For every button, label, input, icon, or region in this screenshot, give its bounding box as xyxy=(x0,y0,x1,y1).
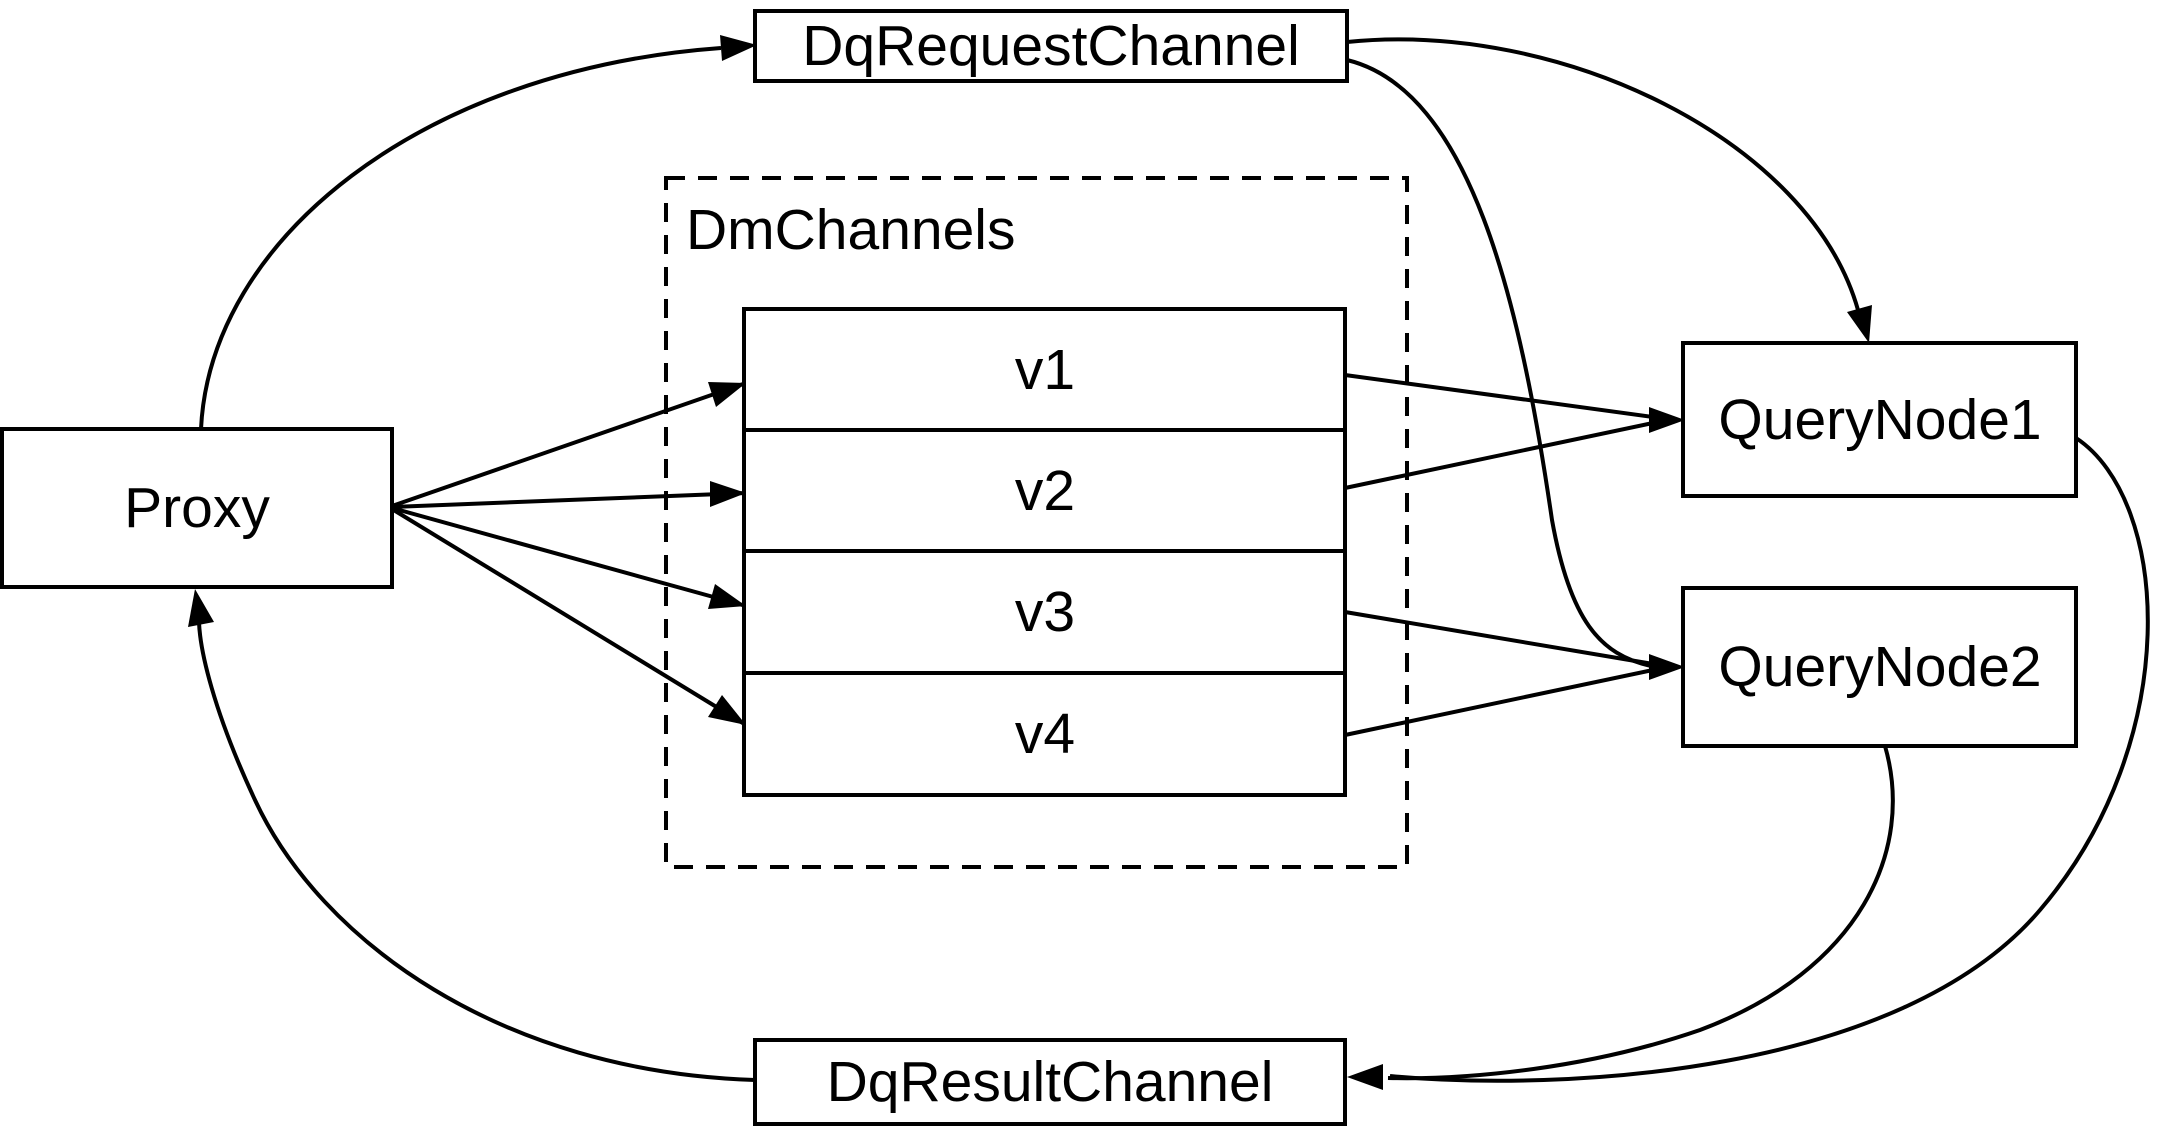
dq-result-channel-label: DqResultChannel xyxy=(827,1050,1274,1114)
edge-proxy-to-v1 xyxy=(391,381,747,508)
dm-channel-row-v4 xyxy=(742,671,1347,797)
dm-channel-row-v4-label: v4 xyxy=(1015,702,1075,766)
edge-v1-to-query-node-1 xyxy=(1344,373,1654,419)
dm-channels-label: DmChannels xyxy=(686,198,1015,262)
arrowhead-into-query-node-1-left-icon xyxy=(1649,407,1685,433)
edge-proxy-to-dq-request-channel xyxy=(199,46,722,430)
edge-dq-request-channel-to-query-node-1 xyxy=(1346,37,1860,311)
arrowhead-into-v1-icon xyxy=(708,382,746,407)
edge-v3-to-query-node-2 xyxy=(1344,610,1654,666)
arrowhead-into-query-node-1-top-icon xyxy=(1847,305,1872,343)
dm-channel-row-v2 xyxy=(742,428,1347,553)
arrowhead-layer xyxy=(188,35,1872,1090)
edge-v2-to-query-node-1 xyxy=(1344,421,1654,490)
dm-channel-row-v3 xyxy=(742,549,1347,675)
proxy-label: Proxy xyxy=(124,476,270,540)
edge-proxy-to-v4 xyxy=(390,507,748,727)
query-node-2-label: QueryNode2 xyxy=(1718,635,2041,699)
node-layer: DqRequestChannel DmChannels v1 v2 v3 v4 … xyxy=(0,9,2078,1126)
edge-dq-result-channel-to-proxy xyxy=(197,621,756,1082)
arrowhead-into-v3-icon xyxy=(708,584,746,609)
edge-proxy-to-v3 xyxy=(391,506,747,608)
arrowhead-into-v2-icon xyxy=(710,481,746,507)
arrowhead-into-v4-icon xyxy=(708,695,746,725)
edge-layer xyxy=(197,37,2150,1083)
arrowhead-into-dq-request-channel-icon xyxy=(720,35,757,61)
arrowhead-into-query-node-2-left-icon xyxy=(1649,654,1685,680)
dm-channel-row-v1-label: v1 xyxy=(1015,338,1075,402)
edge-query-node-2-to-dq-result-channel xyxy=(1387,745,1895,1081)
dq-request-channel-label: DqRequestChannel xyxy=(802,14,1300,78)
arrowhead-into-proxy-icon xyxy=(188,589,214,627)
query-node-1-label: QueryNode1 xyxy=(1718,388,2041,452)
edge-query-node-1-to-dq-result-channel xyxy=(1389,436,2150,1083)
dm-channels-group xyxy=(664,176,1409,869)
query-node-2-node xyxy=(1681,586,2078,748)
dm-channel-row-v3-label: v3 xyxy=(1015,580,1075,644)
edge-dq-request-channel-to-query-node-2 xyxy=(1346,58,1652,668)
proxy-node xyxy=(0,427,394,589)
dq-result-channel-node xyxy=(753,1038,1347,1126)
query-node-1-node xyxy=(1681,341,2078,498)
dq-request-channel-node xyxy=(753,9,1349,83)
arrowhead-into-dq-result-channel-icon xyxy=(1347,1064,1383,1090)
dm-channel-row-v1 xyxy=(742,307,1347,432)
edge-v4-to-query-node-2 xyxy=(1344,668,1654,737)
edge-proxy-to-v2 xyxy=(391,491,747,509)
dm-channel-row-v2-label: v2 xyxy=(1015,459,1075,523)
